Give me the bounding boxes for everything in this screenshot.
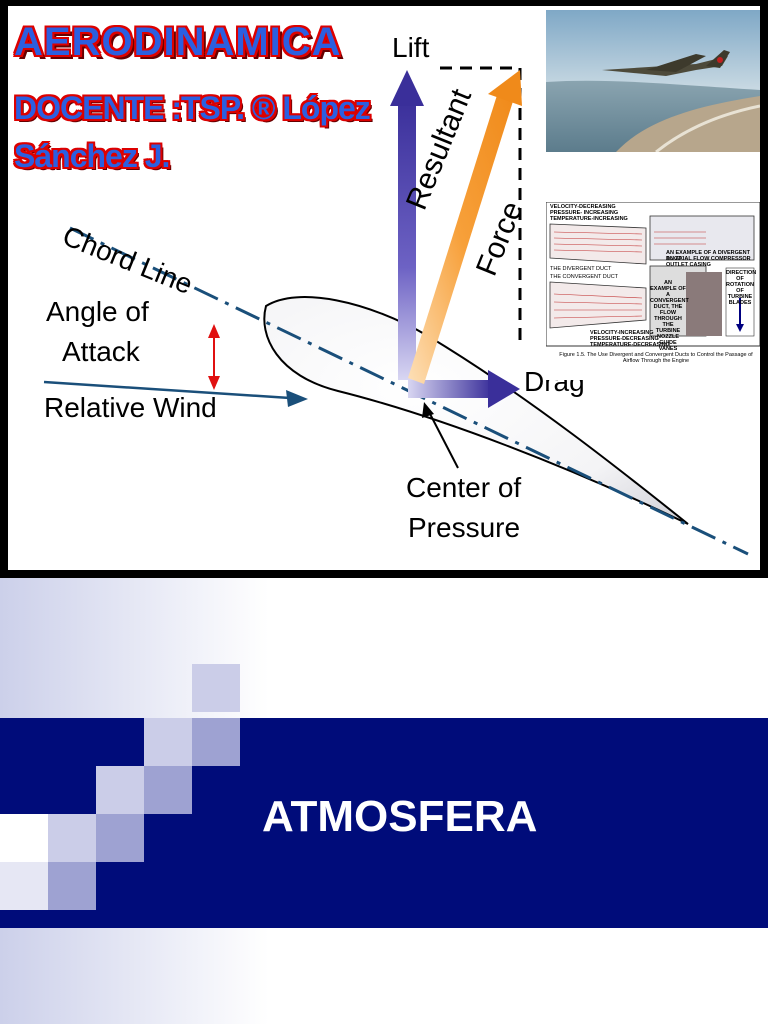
section-slide: ATMOSFERA (0, 578, 768, 1024)
ref-text-13: TEMPERATURE-DECREASING (590, 342, 670, 348)
ref-text-11: VELOCITY-INCREASING (590, 330, 654, 336)
ref-text-9: AN EXAMPLE OF A CONVERGENT DUCT, THE FLO… (650, 280, 689, 352)
lift-label: Lift (392, 32, 430, 63)
ref-text-1: VELOCITY-DECREASING (550, 204, 616, 210)
deco-square (48, 862, 96, 910)
relative-wind-label: Relative Wind (44, 392, 217, 423)
ref-caption: Figure 1.5. The Use Divergent and Conver… (559, 352, 753, 364)
deco-square (192, 664, 240, 712)
pressure-label: Pressure (408, 512, 521, 543)
airfoil-shape (263, 296, 689, 525)
deco-square (0, 772, 48, 814)
angle-of-label: Angle of (46, 296, 149, 327)
airfoil-forces-svg (43, 66, 749, 556)
attack-label: Attack (62, 336, 140, 367)
ref-text-2: PRESSURE- INCREASING (550, 210, 619, 216)
jet-photo (546, 10, 760, 152)
relative-wind-arrow (43, 380, 291, 400)
deco-square (96, 814, 144, 862)
diagram-panel: AERODINAMICA DOCENTE :TSP. ® López Sánch… (0, 0, 768, 578)
deco-square (144, 766, 192, 814)
ref-text-3: TEMPERATURE-INCREASING (550, 216, 628, 222)
deco-square (0, 814, 48, 862)
ref-text-8: OUTLET CASING (666, 262, 711, 268)
drag-arrow (408, 380, 492, 398)
center-of-label: Center of (406, 472, 522, 503)
ref-text-4: THE DIVERGENT DUCT (550, 266, 612, 272)
lift-arrow (398, 98, 416, 380)
ref-text-12: PRESSURE-DECREASING (590, 336, 659, 342)
airfoil-diagram: AERODINAMICA DOCENTE :TSP. ® López Sánch… (8, 6, 760, 570)
deco-square (192, 718, 240, 766)
ref-text-6: AN EXAMPLE OF A DIVERGENT DUCT (666, 250, 750, 262)
deco-square (96, 766, 144, 814)
section-title: ATMOSFERA (262, 792, 538, 841)
resultant-force-arrow (408, 92, 514, 384)
duct-reference-figure: VELOCITY-DECREASING PRESSURE- INCREASING… (546, 202, 760, 380)
jet-silhouette-icon (602, 50, 730, 76)
author-line-1: DOCENTE :TSP. ® López (14, 90, 371, 126)
author-line-2: Sánchez J. (14, 138, 170, 174)
center-of-pressure-pointer (427, 409, 459, 469)
ref-text-7: AN AXIAL FLOW COMPRESSOR (666, 256, 751, 262)
deco-square (48, 814, 96, 862)
deco-square (144, 718, 192, 766)
ref-text-5: THE CONVERGENT DUCT (550, 274, 619, 280)
slide-title: AERODINAMICA (14, 20, 342, 64)
ref-text-10: DIRECTION OF ROTATION OF TURBINE BLADES (726, 270, 757, 306)
deco-square (0, 862, 48, 910)
